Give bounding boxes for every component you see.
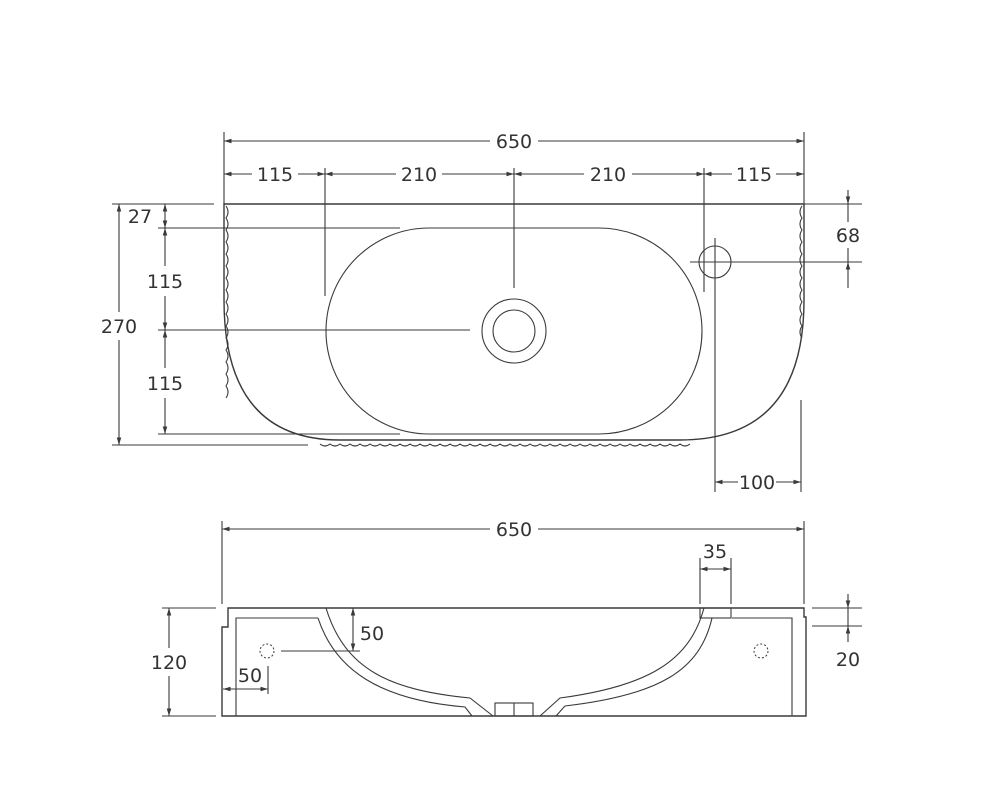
dim-depth-115-a: 115: [147, 271, 183, 293]
dim-depth-115-b: 115: [147, 373, 183, 395]
dim-overall-depth: 270: [101, 316, 137, 338]
tap-boss: [699, 607, 732, 619]
scalloped-bottom: [319, 443, 691, 447]
dim-bowl-depth: 50: [360, 623, 384, 645]
dim-overall-width: 650: [496, 131, 532, 153]
dim-seg-2: 210: [401, 164, 437, 186]
dim-depth-27: 27: [128, 206, 152, 228]
dim-tap-edge: 100: [739, 472, 775, 494]
mount-hole-right: [753, 643, 769, 659]
scalloped-edge: [225, 205, 803, 399]
dim-tap-boss: 35: [703, 541, 727, 563]
dim-seg-1: 115: [257, 164, 293, 186]
basin-outline: [223, 203, 805, 441]
dim-tap-offset: 68: [836, 225, 860, 247]
drain-inner: [492, 309, 536, 353]
dim-rim-step: 20: [836, 649, 860, 671]
drain-outer: [481, 298, 547, 364]
bowl-section: [325, 607, 494, 717]
dim-mount-offset: 50: [238, 665, 262, 687]
side-outline: [221, 607, 807, 717]
dim-seg-4: 115: [736, 164, 772, 186]
dim-seg-3: 210: [590, 164, 626, 186]
plan-view: 650 115 210 210 115 270 27 115 115 68: [101, 131, 862, 494]
dim-side-overall-width: 650: [496, 519, 532, 541]
side-view: 650 35 120 50 50 20: [151, 519, 862, 717]
dim-height: 120: [151, 652, 187, 674]
mount-hole-left: [259, 643, 275, 659]
